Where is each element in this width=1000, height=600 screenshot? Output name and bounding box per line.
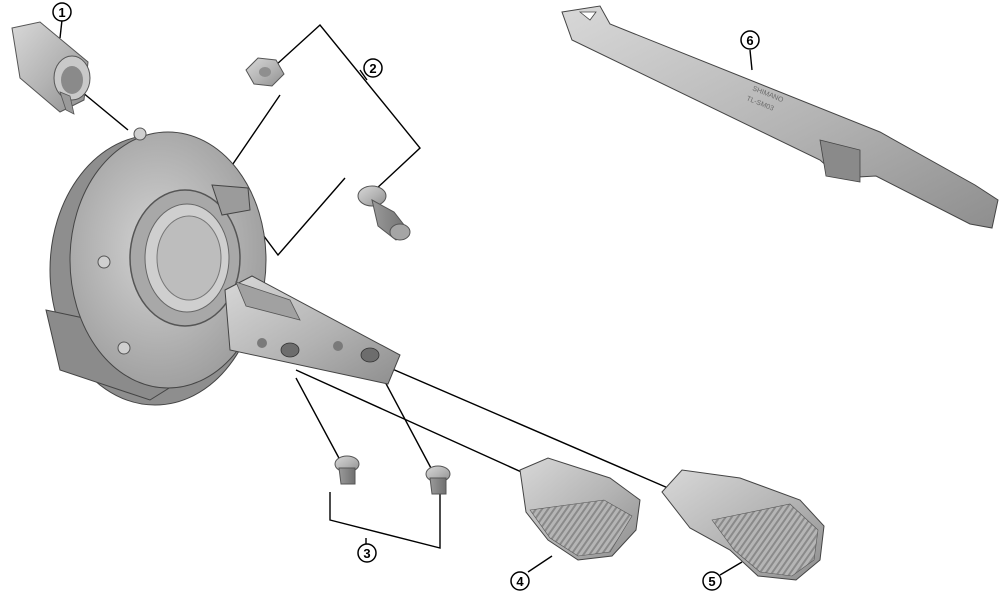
callout-1: 1 [52,2,72,22]
leader-line-4-long [295,369,529,476]
callout-6: 6 [740,30,760,50]
part-2-bolt [357,185,411,241]
svg-text:4: 4 [516,574,524,589]
part-3-screw-right [425,465,451,495]
leader-line-3-right [382,377,433,471]
leader-lines [59,19,753,576]
leader-line-5 [719,561,743,576]
svg-text:3: 3 [363,546,370,561]
leader-line-1 [59,19,63,39]
leader-line-6 [749,49,753,71]
part-6-tool: SHIMANO TL-SM03 [561,5,999,229]
callout-4: 4 [510,571,530,591]
leader-line-1-to-body [81,91,129,131]
part-1-sleeve [11,21,91,115]
leader-line-5-long [382,364,669,489]
svg-text:6: 6 [746,33,753,48]
part-3-screw-left [334,455,360,485]
svg-text:5: 5 [708,574,715,589]
part-4-paddle [519,457,641,561]
callout-5: 5 [702,571,722,591]
part-5-paddle [661,469,825,581]
leader-line-3-left [295,377,341,461]
callout-2: 2 [363,58,383,78]
part-2-nut [245,57,285,87]
leader-line-2 [359,69,368,81]
svg-text:1: 1 [58,5,65,20]
callout-3: 3 [357,543,377,563]
leader-line-4 [527,555,553,573]
leader-bracket-2 [275,23,421,191]
main-lever-assembly [45,127,401,406]
svg-text:2: 2 [369,61,376,76]
leader-bracket-3 [329,492,441,549]
